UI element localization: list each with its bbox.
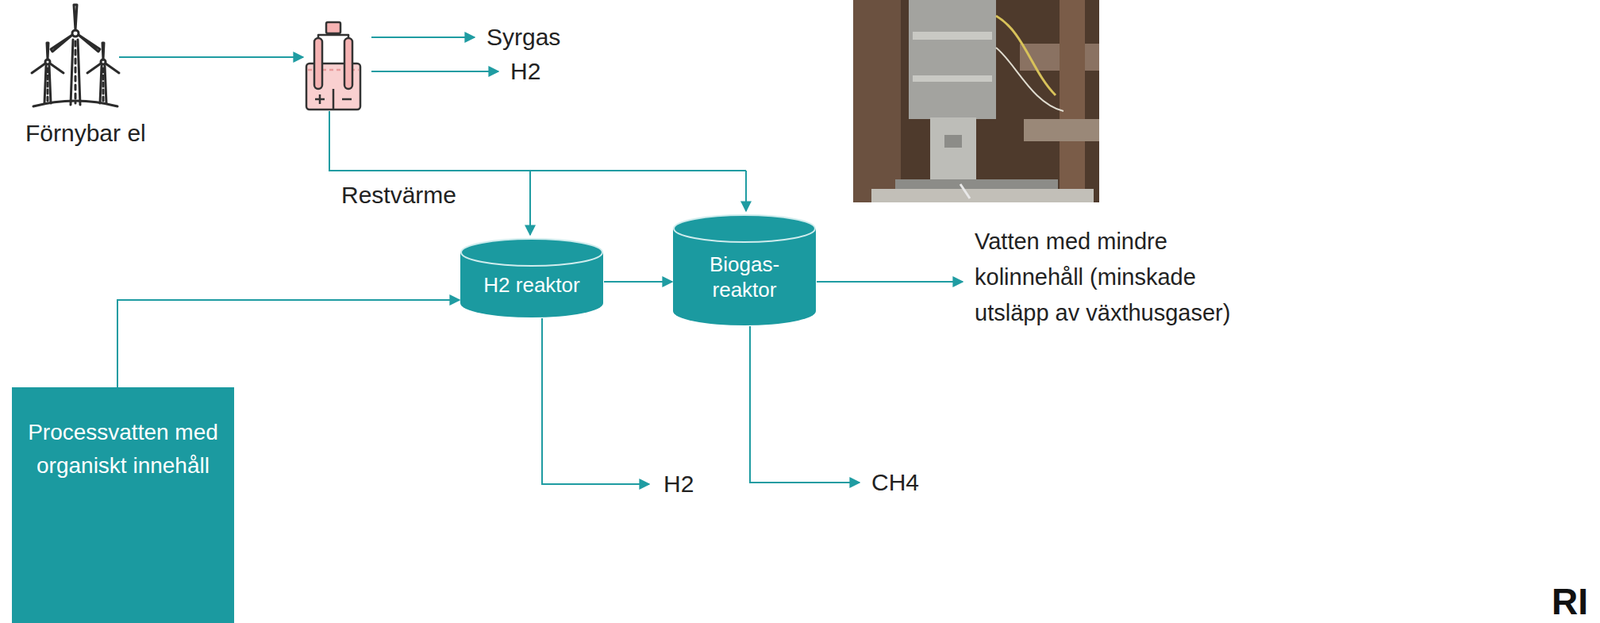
flow-line: [371, 36, 475, 39]
electrolyzer-icon: [344, 38, 353, 89]
flow-line: [119, 37, 963, 485]
logo-text: RI: [1551, 583, 1589, 620]
wind-turbine-icon: [74, 41, 77, 104]
wind-turbine-icon: [33, 100, 118, 107]
electrolyzer-icon: [326, 22, 341, 34]
flow-line: [745, 170, 747, 212]
output-label: CH4: [871, 468, 920, 497]
cylinder-top: [673, 215, 816, 243]
equipment-photo: [853, 0, 901, 203]
equipment-photo: [912, 31, 993, 40]
wind-turbine-icon: [100, 65, 107, 104]
equipment-photo: [1059, 0, 1085, 203]
wind-turbine-icon: [31, 4, 120, 107]
wind-turbine-icon: [102, 68, 105, 102]
node-text: Biogas- reaktor: [696, 251, 793, 303]
electrolyzer-icon: [318, 34, 349, 40]
text-block: Biogas- reaktor: [696, 251, 793, 303]
flow-line: [750, 326, 860, 483]
wind-turbine-icon: [70, 39, 81, 105]
heat-label: Restvärme: [341, 180, 457, 210]
wind-turbine-icon: [46, 42, 49, 60]
source-box: Processvatten med organiskt innehåll: [11, 387, 235, 623]
wind-turbine-icon: [78, 34, 100, 52]
flow-connector: [603, 280, 673, 283]
flow-line: [329, 111, 747, 171]
electrolyzer-icon: [315, 94, 325, 104]
text-block: H2 reaktor: [483, 272, 580, 298]
flow-line: [529, 170, 531, 235]
equipment-photo: [960, 184, 970, 199]
wind-turbine-icon: [44, 65, 51, 104]
output-note: Vatten med mindre kolinnehåll (minskade …: [974, 223, 1237, 331]
electrolyzer-icon: [332, 88, 335, 110]
reactor-cylinder: Biogas- reaktor: [673, 214, 816, 326]
equipment-photo: [871, 188, 1094, 203]
equipment-photo: [912, 75, 993, 82]
equipment-photo: [908, 0, 997, 120]
wind-turbine-icon: [46, 68, 50, 102]
flow-line: [371, 70, 499, 73]
flow-line: [542, 318, 650, 485]
equipment-photo: [1023, 119, 1100, 142]
equipment-photo: [930, 117, 977, 185]
equipment-photo: [895, 179, 1058, 189]
flow-line: [119, 56, 304, 58]
equipment-photo: [853, 0, 1100, 203]
output-label: H2: [510, 57, 541, 86]
equipment-photo: [996, 47, 1064, 112]
electrolyzer-icon: [306, 22, 361, 110]
flow-connector: [117, 300, 460, 388]
equipment-photo: [944, 134, 962, 148]
equipment-photo: [853, 0, 1100, 203]
node-text: Processvatten med organiskt innehåll: [19, 415, 227, 483]
source-label: Förnybar el: [25, 119, 147, 148]
output-label: Syrgas: [486, 23, 561, 52]
wind-turbine-icon: [73, 4, 77, 31]
wind-turbine-icon: [102, 42, 104, 60]
node-text: H2 reaktor: [483, 272, 580, 298]
flow-line: [816, 280, 963, 283]
cylinder-body: [673, 228, 816, 326]
output-label: H2: [663, 469, 694, 499]
text-block: Processvatten med organiskt innehåll: [19, 415, 227, 483]
electrolyzer-icon: [314, 38, 323, 89]
wind-turbine-icon: [50, 34, 73, 52]
reactor-cylinder: H2 reaktor: [460, 238, 604, 318]
electrolyzer-icon: [342, 98, 352, 101]
cylinder-top: [461, 238, 603, 266]
